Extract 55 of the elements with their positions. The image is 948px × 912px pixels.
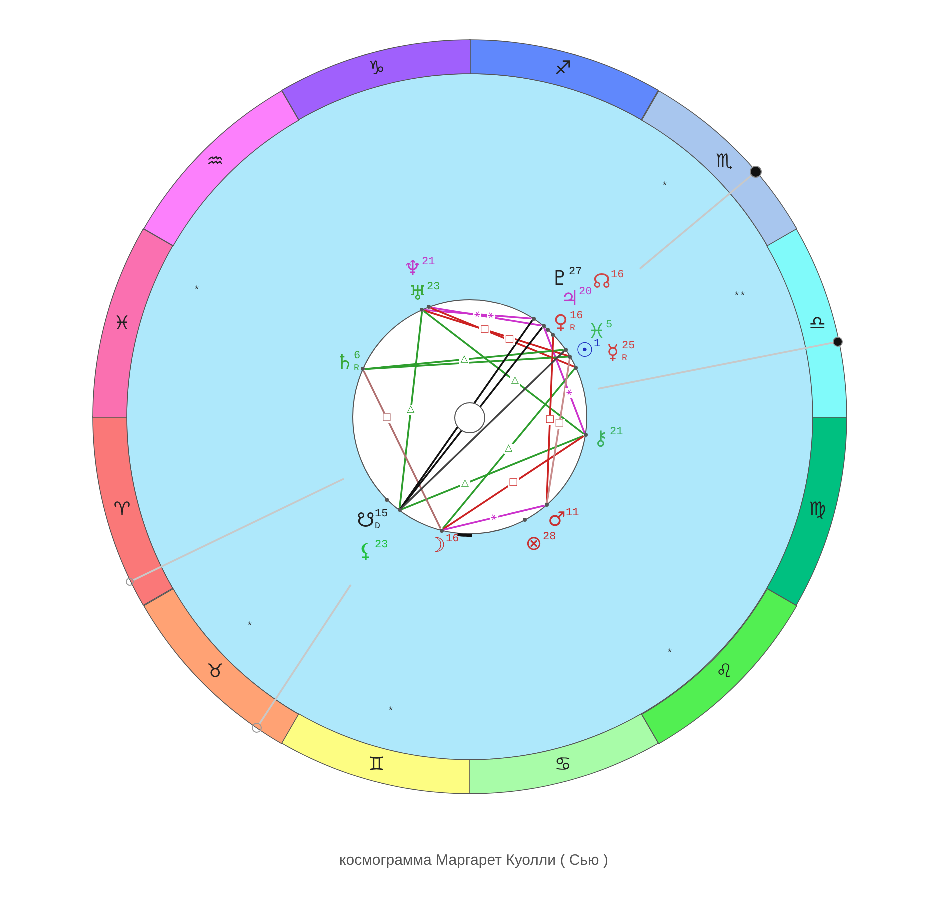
degree-label: 21 bbox=[610, 428, 624, 438]
asterisk-mark: ** bbox=[734, 293, 746, 303]
zodiac-sign-symbol: ♋ bbox=[554, 755, 572, 774]
degree-label: 21 bbox=[422, 258, 436, 268]
planet-symbol: ♆ bbox=[404, 258, 422, 278]
planet-symbol: ☊ bbox=[593, 271, 611, 291]
zodiac-segment bbox=[282, 714, 470, 794]
degree-label: 25 bbox=[622, 342, 636, 352]
zodiac-segment bbox=[470, 40, 658, 120]
zodiac-sign-symbol: ♓ bbox=[114, 314, 131, 334]
zodiac-sign-symbol: ♒ bbox=[206, 152, 224, 172]
planet-symbol: ⊗ bbox=[526, 533, 542, 553]
marker-ring bbox=[126, 578, 134, 586]
degree-label: 5 bbox=[606, 320, 613, 332]
planet-symbol: ⚷ bbox=[594, 428, 608, 448]
asterisk-mark: * bbox=[667, 650, 673, 660]
zodiac-segment bbox=[93, 417, 173, 606]
zodiac-segment bbox=[470, 714, 658, 794]
caption: космограмма Маргарет Куолли ( Сью ) bbox=[340, 852, 608, 869]
zodiac-sign-symbol: ♈ bbox=[114, 500, 131, 520]
asterisk-mark: * bbox=[388, 708, 394, 718]
zodiac-segment bbox=[767, 228, 847, 417]
asterisk-mark: * bbox=[662, 183, 668, 193]
planet-symbol: ♇ bbox=[551, 268, 569, 288]
degree-label: 27 bbox=[569, 268, 582, 278]
degree-label: 23 bbox=[375, 540, 388, 552]
degree-label: 28 bbox=[543, 532, 556, 544]
zodiac-segment bbox=[144, 90, 298, 246]
planet-symbol: ♄ bbox=[336, 352, 354, 372]
zodiac-sign-symbol: ♉ bbox=[206, 662, 224, 682]
planet-symbol: ☽ bbox=[428, 535, 446, 555]
zodiac-sign-symbol: ♍ bbox=[809, 500, 826, 520]
zodiac-segment bbox=[767, 417, 847, 606]
zodiac-sign-symbol: ♐ bbox=[554, 60, 572, 79]
planet-symbol: ☿ bbox=[606, 342, 620, 362]
zodiac-sign-symbol: ♏ bbox=[716, 152, 734, 172]
degree-label: 1 bbox=[594, 340, 601, 350]
planet-symbol: ⚸ bbox=[358, 541, 374, 561]
asterisk-mark: * bbox=[194, 287, 200, 297]
zodiac-segment bbox=[282, 40, 470, 120]
zodiac-sign-symbol: ♌ bbox=[716, 662, 734, 682]
degree-label: 16 bbox=[611, 270, 624, 282]
motion-letter: R bbox=[622, 354, 628, 364]
zodiac-sign-symbol: ♊ bbox=[368, 755, 386, 774]
zodiac-segment bbox=[144, 588, 298, 744]
zodiac-segment bbox=[642, 90, 796, 246]
zodiac-segment bbox=[93, 228, 173, 417]
zodiac-segment bbox=[642, 588, 796, 744]
zodiac-sign-symbol: ♑ bbox=[368, 60, 386, 79]
zodiac-sign-symbol: ♎ bbox=[809, 314, 826, 334]
asterisk-mark: * bbox=[247, 623, 253, 633]
planet-symbol: ♅ bbox=[409, 283, 427, 303]
degree-label: 16 bbox=[446, 534, 460, 546]
degree-label: 20 bbox=[579, 288, 592, 298]
degree-label: 23 bbox=[427, 282, 440, 294]
